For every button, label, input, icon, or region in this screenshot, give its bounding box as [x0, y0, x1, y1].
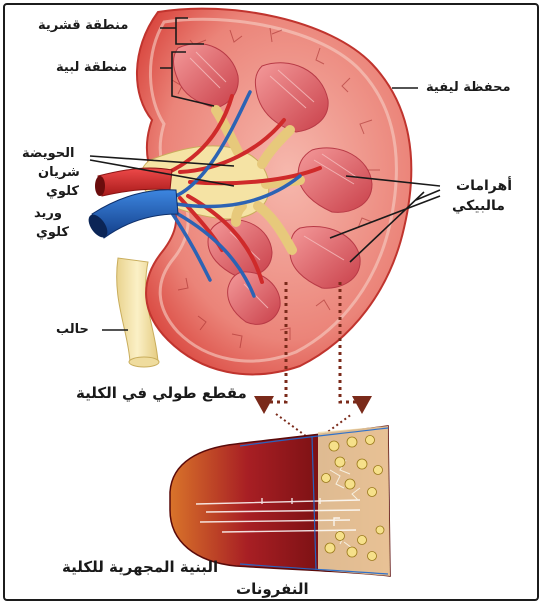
- microscopic-section: [170, 426, 390, 576]
- caption-nephrons: النفرونات: [236, 580, 309, 598]
- label-pelvis: الحويضة: [22, 146, 74, 161]
- label-artery-line2: كلوي: [46, 184, 79, 199]
- label-capsule: محفظة ليفية: [426, 80, 511, 95]
- label-artery-line1: شريان: [38, 165, 80, 180]
- label-vein-line1: وريد: [34, 206, 62, 221]
- label-pyramids-line2: مالبيكي: [452, 198, 505, 214]
- caption-longitudinal-section: مقطع طولي في الكلية: [76, 384, 247, 402]
- label-cortex: منطقة قشرية: [38, 18, 128, 33]
- caption-microscopic-structure: البنية المجهرية للكلية: [62, 558, 218, 576]
- label-pyramids-line1: أهرامات: [456, 178, 512, 194]
- label-medulla: منطقة لبية: [56, 60, 127, 75]
- label-vein-line2: كلوي: [36, 225, 69, 240]
- label-ureter: حالب: [56, 322, 89, 337]
